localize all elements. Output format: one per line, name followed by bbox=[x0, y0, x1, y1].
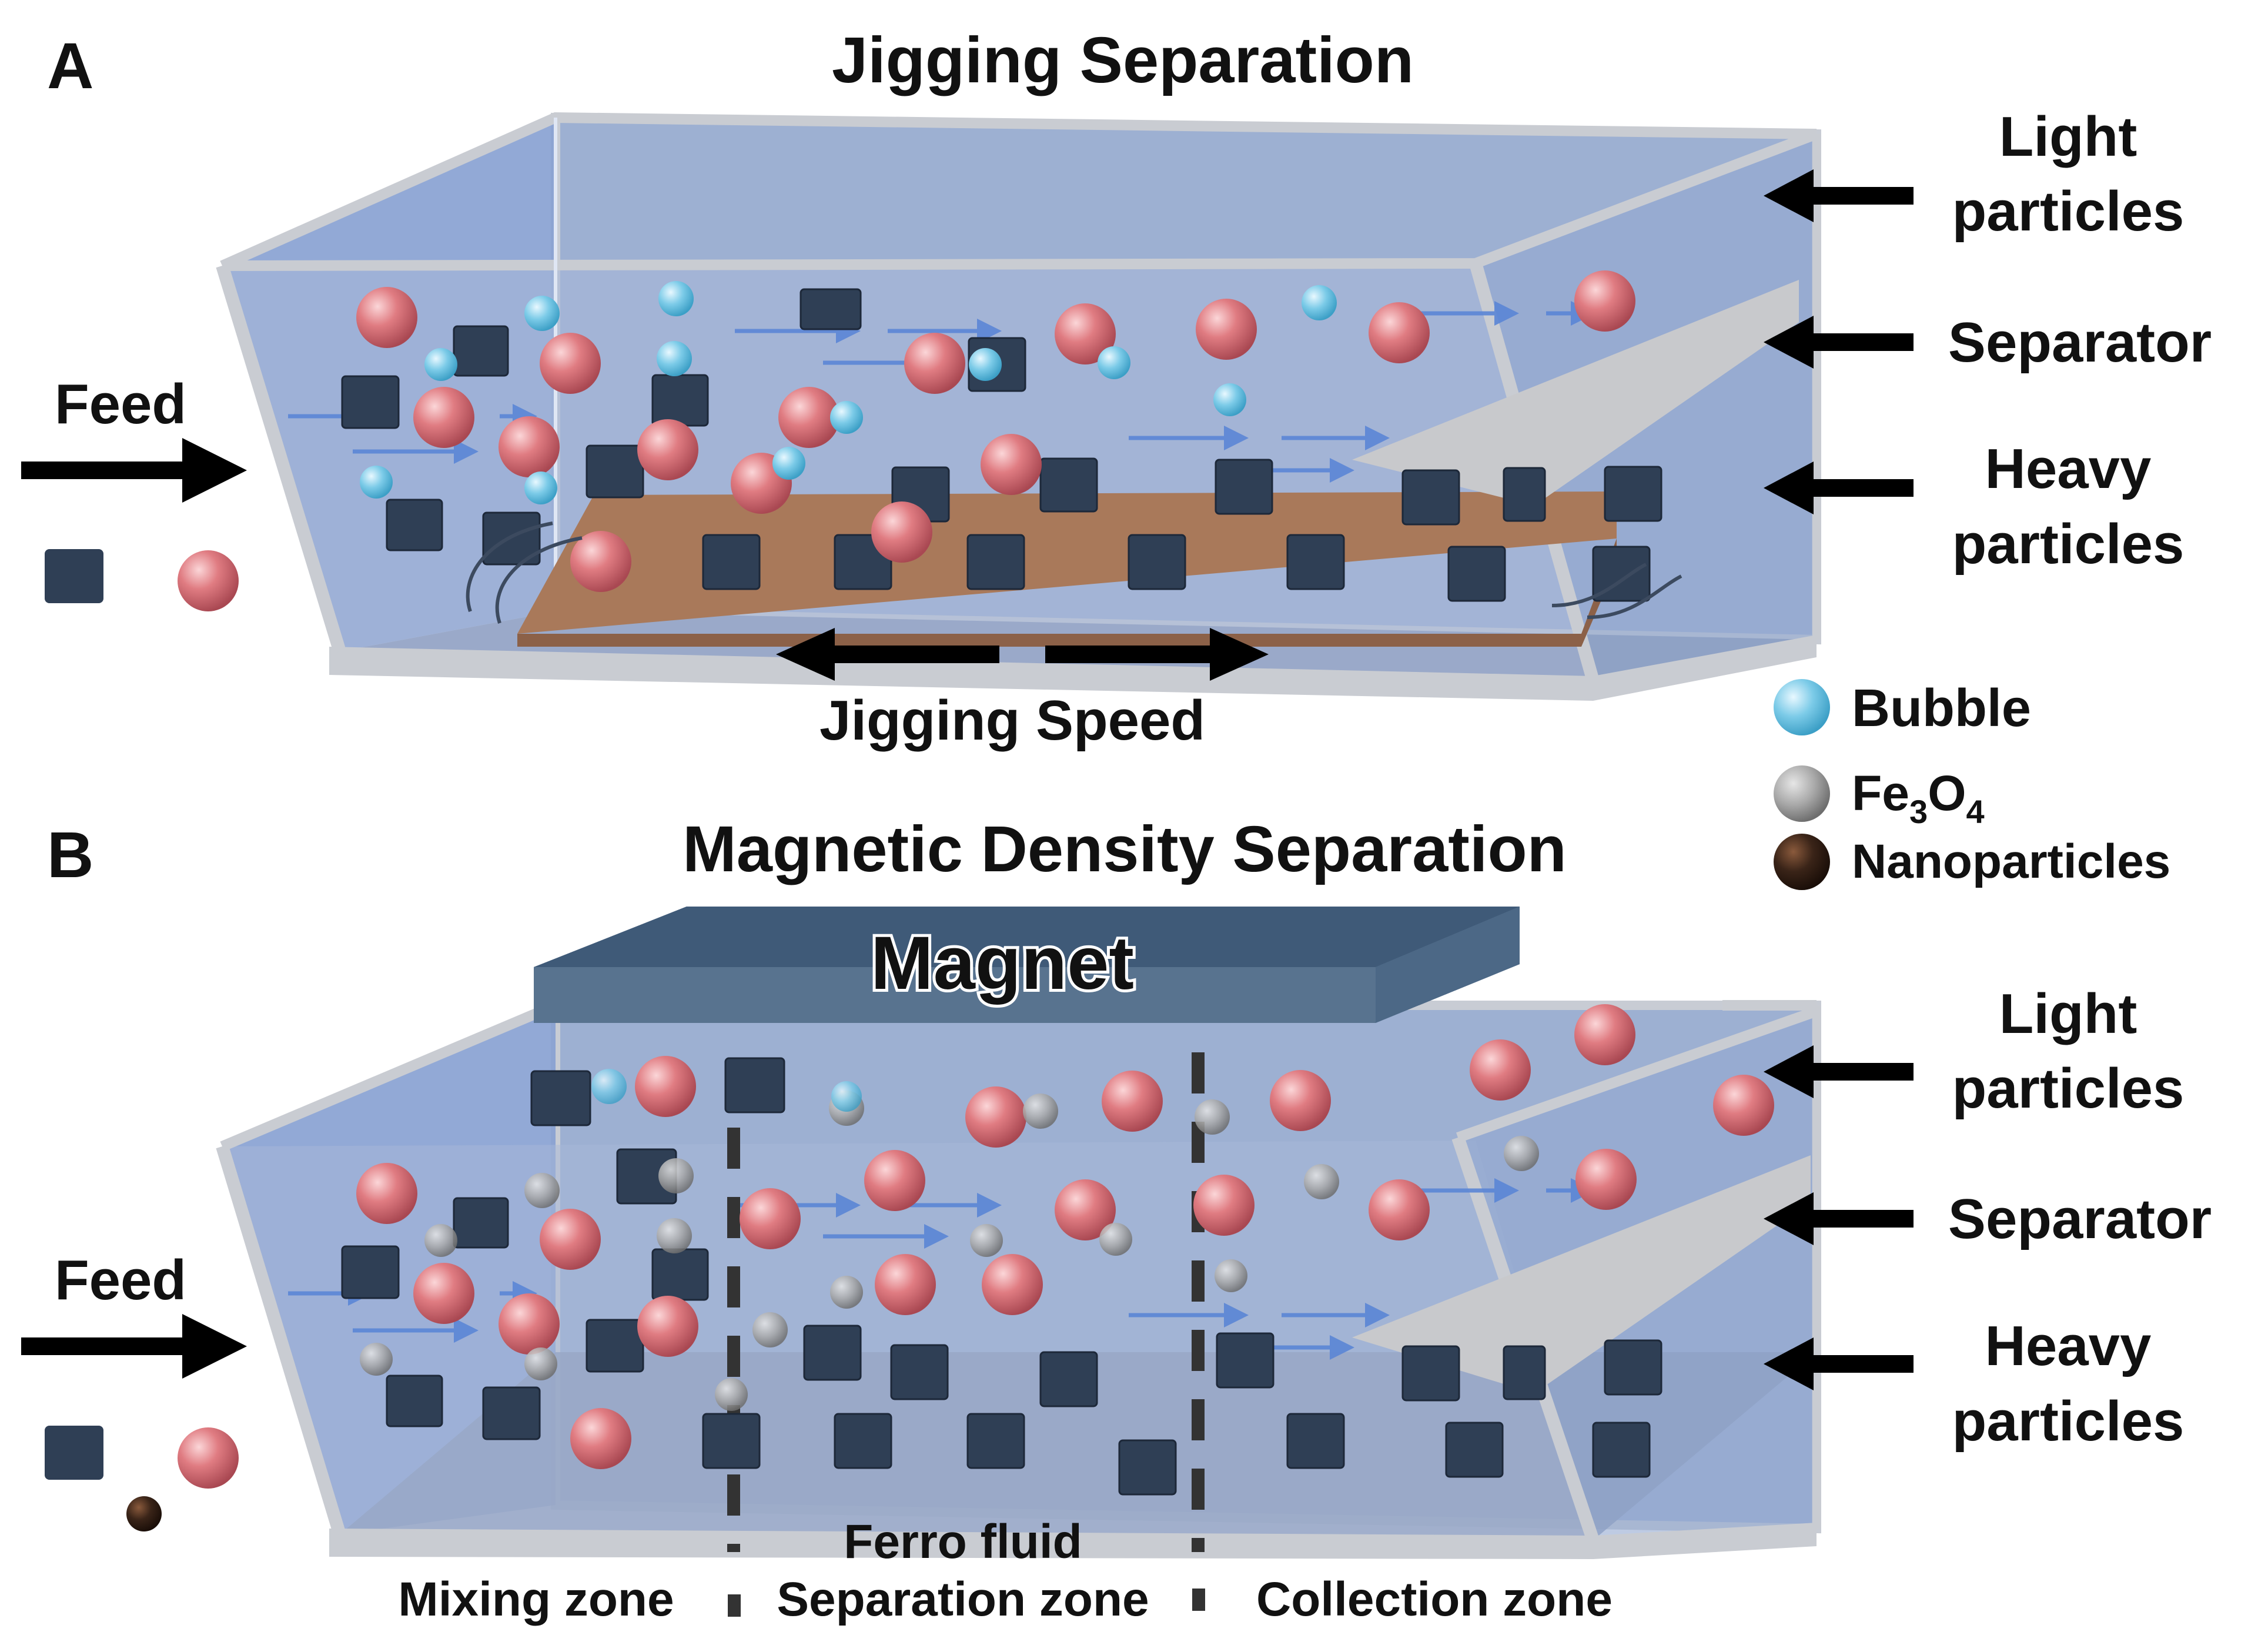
heavy-label-a-2: particles bbox=[1952, 513, 2185, 576]
outputs-b: Light particles Separator Heavy particle… bbox=[1764, 982, 2212, 1453]
bubbles-b bbox=[591, 1069, 862, 1112]
separator-blade bbox=[1352, 280, 1799, 506]
heavy-label-b-1: Heavy bbox=[1985, 1315, 2152, 1377]
jigging-speed-label: Jigging Speed bbox=[819, 689, 1205, 752]
panel-b: B Magnetic Density Separation bbox=[21, 813, 2212, 1626]
jig-plate bbox=[517, 491, 1617, 634]
bubble-legend-label: Bubble bbox=[1852, 679, 2031, 738]
light-label-a-1: Light bbox=[1999, 105, 2137, 168]
panel-a: A Jigging Separation bbox=[21, 24, 2212, 752]
bubbles-a bbox=[360, 281, 1337, 504]
feed-cube-icon-b bbox=[45, 1426, 103, 1480]
heavy-label-b-2: particles bbox=[1952, 1390, 2185, 1453]
panel-a-title: Jigging Separation bbox=[832, 24, 1414, 96]
light-label-b-2: particles bbox=[1952, 1057, 2185, 1120]
heavy-particles-b bbox=[341, 1057, 1662, 1496]
separation-zone-label: Separation zone bbox=[777, 1573, 1149, 1626]
feed-sphere-icon bbox=[178, 550, 239, 611]
ripples-a bbox=[466, 521, 1682, 624]
separator-label-a: Separator bbox=[1948, 311, 2212, 374]
panel-a-letter: A bbox=[47, 30, 93, 102]
feed-nanoparticle-icon-b bbox=[126, 1496, 162, 1531]
panel-b-title: Magnetic Density Separation bbox=[683, 813, 1567, 885]
heavy-label-a-1: Heavy bbox=[1985, 437, 2152, 500]
tank-b bbox=[216, 1000, 1821, 1617]
nanoparticle-legend-icon bbox=[1774, 834, 1830, 890]
collection-zone-label: Collection zone bbox=[1256, 1573, 1613, 1626]
feed-label-b: Feed bbox=[55, 1249, 186, 1312]
separator-blade-b bbox=[1352, 1155, 1811, 1393]
light-particles-b bbox=[356, 1004, 1774, 1469]
outputs-a: Light particles Separator Heavy particle… bbox=[1764, 105, 2212, 576]
ferro-fluid-label: Ferro fluid bbox=[844, 1515, 1082, 1569]
panel-b-letter: B bbox=[47, 819, 93, 891]
mixing-zone-label: Mixing zone bbox=[398, 1573, 674, 1626]
magnet: Magnet bbox=[534, 907, 1520, 1023]
light-label-b-1: Light bbox=[1999, 982, 2137, 1045]
fe3o4-legend-label: Fe3O4 bbox=[1852, 765, 1985, 830]
feed-label-a: Feed bbox=[55, 373, 186, 436]
separator-label-b: Separator bbox=[1948, 1188, 2212, 1250]
fe3o4-legend-icon bbox=[1774, 765, 1830, 822]
light-label-a-2: particles bbox=[1952, 180, 2185, 243]
light-particles-a bbox=[356, 270, 1635, 592]
jigging-speed-arrows bbox=[776, 628, 1269, 681]
feed-sphere-icon-b bbox=[178, 1427, 239, 1489]
nanoparticles-legend-label: Nanoparticles bbox=[1852, 835, 2170, 888]
magnet-label: Magnet bbox=[871, 921, 1134, 1005]
bubble-legend-icon bbox=[1774, 679, 1830, 735]
feed-arrow-b bbox=[21, 1314, 247, 1379]
legend: Bubble Fe3O4 Nanoparticles bbox=[1774, 679, 2170, 890]
feed-cube-icon bbox=[45, 549, 103, 603]
feed-arrow-a bbox=[21, 438, 247, 503]
